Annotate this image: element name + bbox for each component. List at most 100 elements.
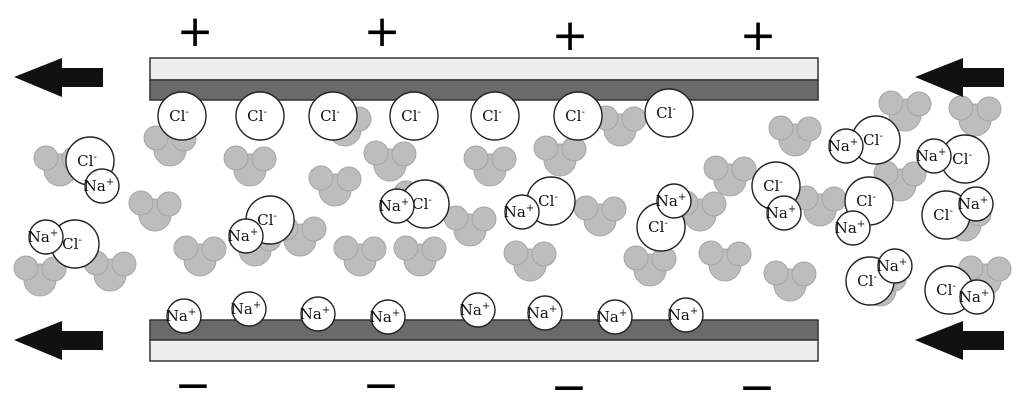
ion-symbol: Cl (936, 281, 952, 299)
chloride-label: Cl- (933, 206, 953, 224)
ion-charge: + (106, 177, 114, 188)
chloride-ion-icon: Cl- (157, 91, 207, 141)
ion-symbol: Cl (856, 192, 872, 210)
ion-symbol: Na (656, 192, 678, 210)
flow-arrows (14, 58, 1004, 360)
ion-circle (835, 210, 871, 246)
ion-circle (656, 183, 692, 219)
sodium-label: Na+ (527, 304, 557, 322)
ion-charge: + (690, 306, 698, 317)
ion-symbol: Cl (320, 107, 336, 125)
chloride-ion-icon: Cl- (235, 91, 285, 141)
ion-symbol: Cl (656, 104, 672, 122)
sodium-ion-icon: Na+ (959, 279, 995, 315)
ion-circle (644, 88, 694, 138)
sodium-ion-icon: Na+ (370, 299, 406, 335)
sodium-label: Na+ (916, 147, 946, 165)
ion-circle (28, 219, 64, 255)
ion-symbol: Na (959, 288, 981, 306)
chloride-label: Cl- (412, 195, 432, 213)
ion-symbol: Cl (247, 107, 263, 125)
ion-charge: - (78, 235, 81, 246)
ion-symbol: Cl (763, 177, 779, 195)
ion-charge: - (879, 131, 882, 142)
ion-charge: - (498, 107, 501, 118)
ion-symbol: Na (668, 306, 690, 324)
sodium-label: Na+ (597, 308, 627, 326)
ion-charge: + (549, 304, 557, 315)
ion-circle (553, 91, 603, 141)
chloride-label: Cl- (763, 177, 783, 195)
sodium-label: Na+ (231, 300, 261, 318)
top-plate-light (149, 57, 819, 81)
ion-symbol: Na (527, 304, 549, 322)
ion-symbol: Cl (538, 192, 554, 210)
chloride-ion-icon: Cl- (400, 179, 450, 229)
ion-circle (877, 248, 913, 284)
sodium-ion-icon: Na+ (597, 299, 633, 335)
ion-charge: + (619, 308, 627, 319)
ion-symbol: Cl (857, 272, 873, 290)
sodium-ion-icon: Na+ (166, 298, 202, 334)
sodium-label: Na+ (28, 228, 58, 246)
sodium-label: Na+ (958, 195, 988, 213)
ion-charge: + (788, 204, 796, 215)
ion-charge: - (554, 192, 557, 203)
ion-charge: - (581, 107, 584, 118)
chloride-label: Cl- (169, 107, 189, 125)
chloride-label: Cl- (952, 150, 972, 168)
chloride-ion-icon: Cl- (553, 91, 603, 141)
ion-charge: - (949, 206, 952, 217)
ion-charge: + (980, 195, 988, 206)
sodium-ion-icon: Na+ (300, 296, 336, 332)
ion-symbol: Na (231, 300, 253, 318)
sodium-label: Na+ (379, 197, 409, 215)
ion-circle (460, 292, 496, 328)
ion-charge: - (336, 107, 339, 118)
ion-symbol: Cl (933, 206, 949, 224)
sodium-label: Na+ (828, 137, 858, 155)
ion-circle (370, 299, 406, 335)
ion-circle (157, 91, 207, 141)
water-molecule-icon (463, 145, 517, 187)
ion-circle (527, 295, 563, 331)
ion-circle (668, 297, 704, 333)
minus-sign: − (363, 360, 400, 404)
ion-symbol: Cl (952, 150, 968, 168)
chloride-ion-icon: Cl- (644, 88, 694, 138)
chloride-label: Cl- (62, 235, 82, 253)
ion-symbol: Cl (863, 131, 879, 149)
sodium-label: Na+ (228, 227, 258, 245)
ion-symbol: Na (877, 257, 899, 275)
ion-circle (228, 218, 264, 254)
chloride-label: Cl- (538, 192, 558, 210)
ion-circle (231, 291, 267, 327)
ion-symbol: Na (166, 307, 188, 325)
water-molecule-icon (948, 95, 1002, 137)
chloride-label: Cl- (648, 218, 668, 236)
chloride-label: Cl- (401, 107, 421, 125)
sodium-label: Na+ (166, 307, 196, 325)
water-molecule-icon (173, 235, 227, 277)
water-molecule-icon (623, 245, 677, 287)
ion-symbol: Na (228, 227, 250, 245)
ion-symbol: Na (28, 228, 50, 246)
left-arrow-icon (915, 58, 1004, 97)
water-molecule-icon (363, 140, 417, 182)
ion-charge: + (857, 219, 865, 230)
ions: Cl-Cl-Cl-Cl-Cl-Cl-Cl-Na+Na+Na+Na+Na+Na+N… (28, 88, 995, 335)
chloride-label: Cl- (257, 211, 277, 229)
ion-charge: + (938, 147, 946, 158)
sodium-label: Na+ (84, 177, 114, 195)
water-molecule-icon (333, 235, 387, 277)
chloride-ion-icon: Cl- (389, 91, 439, 141)
plus-sign: + (177, 6, 214, 57)
plus-signs: + + + + (177, 6, 777, 61)
ion-circle (597, 299, 633, 335)
sodium-label: Na+ (766, 204, 796, 222)
ion-circle (166, 298, 202, 334)
ion-circle (235, 91, 285, 141)
water-molecule-icon (393, 235, 447, 277)
minus-signs: − − − − (175, 360, 776, 404)
ion-symbol: Na (504, 203, 526, 221)
